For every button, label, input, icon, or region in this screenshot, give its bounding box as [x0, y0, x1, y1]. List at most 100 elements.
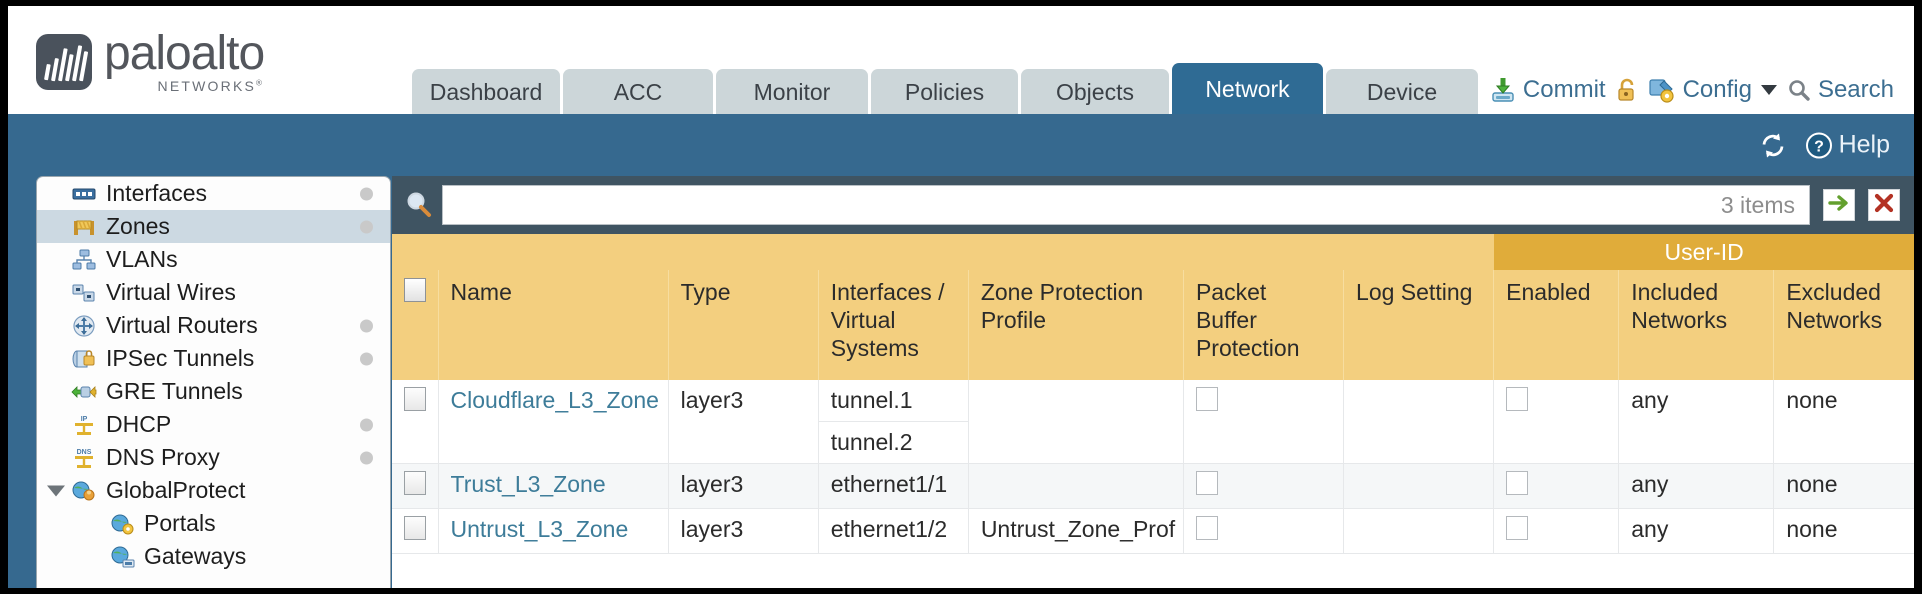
sidebar-item-gre-tunnels[interactable]: GRE Tunnels	[37, 375, 390, 408]
app-window: paloalto NETWORKS® Dashboard ACC Monitor…	[8, 6, 1914, 588]
sidebar-item-label: Gateways	[144, 543, 247, 569]
zone-name-link[interactable]: Cloudflare_L3_Zone	[450, 387, 659, 413]
cell-packet-buffer	[1182, 380, 1344, 464]
sidebar-item-label: DHCP	[106, 411, 172, 437]
col-header-userid-enabled[interactable]: Enabled	[1493, 270, 1619, 380]
refresh-icon[interactable]	[1758, 131, 1788, 159]
status-dot	[360, 220, 373, 233]
col-header-packet-buffer[interactable]: Packet Buffer Protection	[1182, 270, 1344, 380]
ipsec-tunnels-icon	[71, 347, 97, 371]
portals-icon	[109, 512, 135, 536]
commit-button[interactable]: Commit	[1490, 76, 1606, 104]
packet-buffer-checkbox[interactable]	[1195, 471, 1218, 495]
zone-name-link[interactable]: Untrust_L3_Zone	[450, 516, 629, 542]
tab-monitor[interactable]: Monitor	[716, 68, 868, 114]
tab-network[interactable]: Network	[1172, 62, 1323, 114]
tab-acc[interactable]: ACC	[563, 68, 713, 114]
content-area: Interfaces Zones VLANs Vir	[8, 176, 1914, 588]
table-row[interactable]: Trust_L3_Zone layer3 ethernet1/1	[392, 463, 1914, 509]
brand-name: paloalto	[104, 27, 265, 80]
col-header-log-setting[interactable]: Log Setting	[1343, 270, 1494, 380]
unlock-padlock-icon[interactable]	[1616, 77, 1638, 103]
item-count-label: 3 items	[1720, 191, 1795, 218]
clear-filter-x-icon	[1872, 191, 1896, 220]
expand-collapse-arrow-icon[interactable]	[47, 485, 65, 496]
sidebar-item-dns-proxy[interactable]: DNS DNS Proxy	[37, 441, 390, 474]
filter-bar: 3 items	[392, 176, 1914, 234]
globalprotect-icon	[71, 479, 97, 503]
search-label: Search	[1817, 76, 1894, 103]
col-header-interfaces[interactable]: Interfaces / Virtual Systems	[817, 270, 969, 380]
apply-filter-button[interactable]	[1823, 189, 1855, 221]
help-button[interactable]: ? Help	[1805, 131, 1890, 160]
col-header-name[interactable]: Name	[437, 270, 669, 380]
zone-name-link[interactable]: Trust_L3_Zone	[450, 471, 606, 497]
sidebar-item-dhcp[interactable]: IP DHCP	[37, 408, 390, 441]
userid-enabled-checkbox[interactable]	[1506, 471, 1529, 495]
status-dot	[360, 319, 373, 332]
table-group-header-row: User-ID	[392, 234, 1914, 270]
cell-included-networks: any	[1618, 380, 1774, 464]
sidebar-item-label: GlobalProtect	[106, 477, 246, 503]
config-menu-button[interactable]: Config	[1648, 76, 1777, 104]
sidebar-item-zones[interactable]: Zones	[37, 210, 390, 243]
sidebar-item-portals[interactable]: Portals	[37, 507, 390, 540]
row-checkbox[interactable]	[404, 387, 426, 411]
clear-filter-button[interactable]	[1868, 189, 1900, 221]
sidebar-item-label: Interfaces	[106, 180, 207, 206]
cell-name: Cloudflare_L3_Zone	[437, 380, 669, 464]
sidebar-item-globalprotect[interactable]: GlobalProtect	[37, 474, 390, 507]
cell-packet-buffer	[1182, 463, 1344, 509]
col-header-included-networks[interactable]: Included Networks	[1618, 270, 1774, 380]
select-all-checkbox[interactable]	[404, 278, 426, 302]
context-bar: ? Help	[8, 114, 1914, 176]
commit-save-icon	[1490, 77, 1516, 103]
main-nav-tabs: Dashboard ACC Monitor Policies Objects N…	[412, 62, 1478, 114]
cell-userid-enabled	[1493, 463, 1619, 509]
row-select-cell	[392, 508, 439, 554]
tab-dashboard[interactable]: Dashboard	[412, 68, 560, 114]
cell-included-networks: any	[1618, 508, 1774, 554]
header-toolbar: Commit Config	[1490, 76, 1894, 104]
table-row[interactable]: Untrust_L3_Zone layer3 ethernet1/2 Untru…	[392, 508, 1914, 554]
sidebar-item-label: GRE Tunnels	[106, 378, 243, 404]
packet-buffer-checkbox[interactable]	[1195, 387, 1218, 411]
cell-excluded-networks: none	[1773, 380, 1914, 464]
sidebar-item-virtual-wires[interactable]: Virtual Wires	[37, 276, 390, 309]
config-label: Config	[1682, 76, 1752, 103]
cell-type: layer3	[667, 508, 819, 554]
packet-buffer-checkbox[interactable]	[1195, 516, 1218, 540]
search-button[interactable]: Search	[1787, 76, 1894, 104]
search-input[interactable]: 3 items	[442, 185, 1810, 225]
chevron-down-icon[interactable]	[1760, 85, 1777, 95]
gre-tunnels-icon	[71, 380, 97, 404]
sidebar-item-gateways[interactable]: Gateways	[37, 540, 390, 573]
userid-enabled-checkbox[interactable]	[1506, 387, 1529, 411]
tab-policies[interactable]: Policies	[871, 68, 1018, 114]
col-header-excluded-networks[interactable]: Excluded Networks	[1773, 270, 1914, 380]
cell-interfaces: ethernet1/2	[817, 508, 969, 554]
row-checkbox[interactable]	[404, 516, 426, 540]
cell-packet-buffer	[1182, 508, 1344, 554]
col-header-zone-protection[interactable]: Zone Protection Profile	[967, 270, 1184, 380]
row-checkbox[interactable]	[404, 471, 426, 495]
row-select-cell	[392, 463, 439, 509]
tab-device[interactable]: Device	[1326, 68, 1478, 114]
status-dot	[360, 418, 373, 431]
network-sidebar: Interfaces Zones VLANs Vir	[36, 176, 391, 588]
userid-enabled-checkbox[interactable]	[1506, 516, 1529, 540]
sidebar-item-vlans[interactable]: VLANs	[37, 243, 390, 276]
interfaces-icon	[71, 182, 97, 206]
col-header-type[interactable]: Type	[667, 270, 819, 380]
sidebar-item-virtual-routers[interactable]: Virtual Routers	[37, 309, 390, 342]
sidebar-item-label: Portals	[144, 510, 216, 536]
sidebar-item-ipsec-tunnels[interactable]: IPSec Tunnels	[37, 342, 390, 375]
zones-table-wrapper: User-ID Name Type Interfaces / Virtual S…	[392, 234, 1914, 588]
cell-log-setting	[1343, 508, 1494, 554]
tab-objects[interactable]: Objects	[1021, 68, 1169, 114]
sidebar-item-label: VLANs	[106, 246, 178, 272]
search-magnifier-icon[interactable]	[404, 190, 434, 220]
sidebar-item-interfaces[interactable]: Interfaces	[37, 177, 390, 210]
select-all-header	[392, 270, 439, 380]
table-row[interactable]: Cloudflare_L3_Zone layer3 tunnel.1 tunne…	[392, 380, 1914, 464]
